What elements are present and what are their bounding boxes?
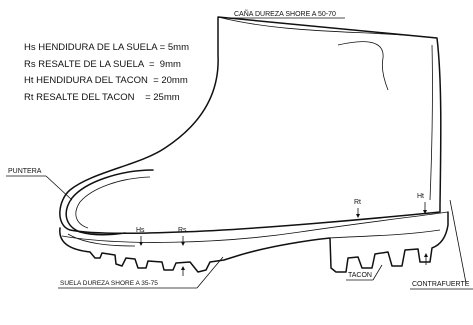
heel-block [329,229,441,239]
callout-tacon: TACON [346,264,383,281]
heel-counter-line [429,44,433,201]
marker-rs: Rs [178,227,187,246]
callout-contrafuerte: CONTRAFUERTE [410,199,473,290]
callout-puntera-label: PUNTERA [8,168,42,175]
midsole-line [61,211,449,243]
callout-tacon-label: TACON [348,272,372,279]
callout-cana-label: CAÑA DUREZA SHORE A 50-70 [234,9,336,18]
toe-cap [65,169,154,236]
toe-cap-inner [75,176,151,229]
marker-rt-label: Rt [354,199,361,206]
spec-rs: Rs RESALTE DE LA SUELA = 9mm [24,59,181,70]
shaft-inner-curve [337,41,389,91]
spec-hs: Hs HENDIDURA DE LA SUELA = 5mm [24,42,189,53]
marker-hs: Hs [136,227,145,246]
marker-ht: Ht [417,193,427,214]
collar-line [217,16,438,39]
marker-rt: Rt [354,199,361,218]
marker-rs-label: Rs [178,227,187,234]
callout-contrafuerte-label: CONTRAFUERTE [412,281,470,288]
boot-upper-outline [59,16,442,235]
callout-suela-label: SUELA DUREZA SHORE A 35-75 [60,280,158,287]
callout-cana: CAÑA DUREZA SHORE A 50-70 [232,9,345,19]
outsole-outline [59,211,449,273]
spec-rt: Rt RESALTE DEL TACON = 25mm [24,92,180,103]
marker-hs-label: Hs [136,227,145,234]
callout-suela: SUELA DUREZA SHORE A 35-75 [58,256,224,289]
spec-ht: Ht HENDIDURA DEL TACON = 20mm [24,75,188,86]
sole-lug-arrows [181,253,428,276]
callout-puntera: PUNTERA [6,168,73,201]
marker-ht-label: Ht [417,193,424,200]
sole-toe-curve [67,233,136,247]
